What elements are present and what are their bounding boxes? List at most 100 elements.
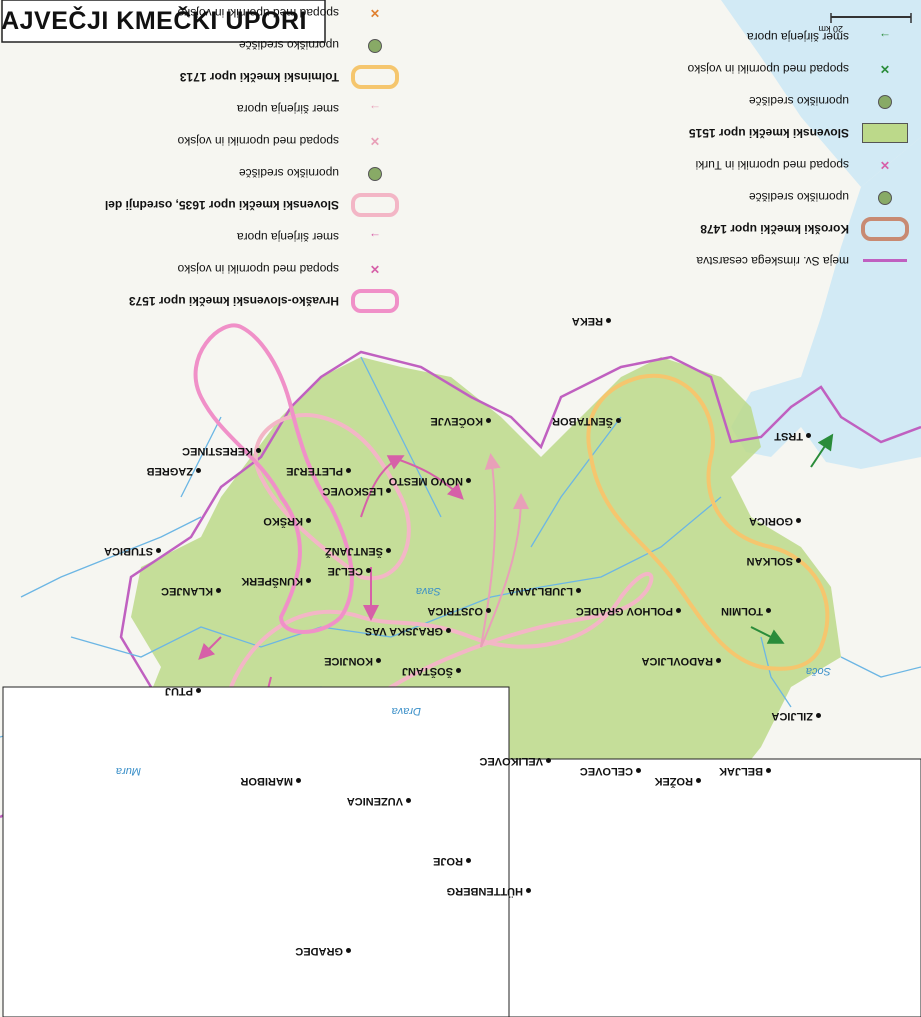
legend-symbol bbox=[859, 254, 911, 268]
place-pleterje: PLETERJE bbox=[286, 465, 351, 477]
legend-symbol bbox=[349, 193, 401, 217]
place-dot bbox=[346, 468, 351, 474]
legend-label: uporniško središče bbox=[748, 190, 849, 204]
place-dot bbox=[806, 433, 811, 439]
river-label-soca: Soča bbox=[805, 665, 831, 677]
place-label: ROJE bbox=[433, 855, 463, 867]
legend-row-clash-turks: ✕spopad med uporniki in Turki bbox=[688, 149, 911, 181]
place-label: STUBICA bbox=[104, 545, 153, 557]
legend-row-clash-1635: ✕spopad med uporniki in vojsko bbox=[105, 125, 401, 157]
place-dot bbox=[196, 688, 201, 694]
place-dot bbox=[446, 628, 451, 634]
place-dot bbox=[196, 468, 201, 474]
place-dot bbox=[676, 608, 681, 614]
place-gradec: GRADEC bbox=[295, 945, 351, 957]
legend-row-arrow-1573: →smer širjenja upora bbox=[105, 221, 401, 253]
place-tolmin: TOLMIN bbox=[721, 605, 771, 617]
place-dot bbox=[376, 658, 381, 664]
legend-label: spopad med uporniki in vojsko bbox=[687, 62, 849, 76]
place-label: KERESTINEC bbox=[182, 445, 253, 457]
place-leskovec: LESKOVEC bbox=[322, 485, 391, 497]
place-label: RADOVLJICA bbox=[641, 655, 713, 667]
place-zagreb: ZAGREB bbox=[147, 465, 201, 477]
place-dot bbox=[636, 768, 641, 774]
place-label: VELIKOVEC bbox=[479, 755, 543, 767]
legend-label: spopad med uporniki in vojsko bbox=[177, 262, 339, 276]
place-ziljica: ZILJICA bbox=[771, 710, 821, 722]
arrow-1515-gorica bbox=[810, 433, 834, 468]
place-label: SOLKAN bbox=[746, 555, 793, 567]
legend-row-arrow-1635: →smer širjenja upora bbox=[105, 93, 401, 125]
place-gorica: GORICA bbox=[749, 515, 801, 527]
place-dot bbox=[386, 548, 391, 554]
place-dot bbox=[366, 568, 371, 574]
place-kocevje: KOČEVJE bbox=[430, 415, 491, 427]
legend-label: Koroški kmečki upor 1478 bbox=[700, 222, 849, 236]
place-dot bbox=[486, 418, 491, 424]
legend-box-left bbox=[508, 758, 921, 1017]
place-label: CELOVEC bbox=[579, 765, 633, 777]
legend-row-meja-hre: meja Sv. rimskega cesarstva bbox=[688, 245, 911, 277]
place-roje: ROJE bbox=[433, 855, 471, 867]
hrvasko-1573-loop bbox=[193, 323, 354, 634]
place-label: LESKOVEC bbox=[322, 485, 383, 497]
place-dot bbox=[306, 578, 311, 584]
legend-symbol bbox=[349, 165, 401, 182]
legend-label: uporniško središče bbox=[238, 166, 339, 180]
legend-row-center-1515: uporniško središče bbox=[688, 85, 911, 117]
place-label: ROŽEK bbox=[654, 775, 694, 787]
place-rozek: ROŽEK bbox=[654, 775, 701, 787]
place-label: TRST bbox=[774, 430, 803, 442]
place-huttenberg: HÜTTENBERG bbox=[447, 885, 531, 897]
legend-label: Slovenski kmečki upor 1635, osrednji del bbox=[104, 198, 339, 212]
legend-row-center-1635: uporniško središče bbox=[105, 157, 401, 189]
legend-label: Slovenski kmečki upor 1515 bbox=[688, 126, 849, 140]
place-dot bbox=[156, 548, 161, 554]
place-solkan: SOLKAN bbox=[747, 555, 801, 567]
place-velikovec: VELIKOVEC bbox=[479, 755, 551, 767]
map-title: NAJVEČJI KMEČKI UPORI bbox=[0, 5, 307, 35]
tolminski-1713-loop bbox=[586, 373, 830, 671]
place-label: KLANJEC bbox=[161, 585, 213, 597]
legend-label: meja Sv. rimskega cesarstva bbox=[696, 254, 850, 268]
legend-symbol: → bbox=[369, 102, 381, 116]
legend-symbol: ✕ bbox=[369, 134, 381, 148]
place-label: OJSTRICA bbox=[427, 605, 483, 617]
sea-area bbox=[731, 137, 921, 469]
place-label: GRADEC bbox=[295, 945, 343, 957]
place-label: KOČEVJE bbox=[430, 415, 483, 427]
legend-label: Hrvaško-slovenski kmečki upor 1573 bbox=[128, 294, 339, 308]
legend-row-slovenski-1635: Slovenski kmečki upor 1635, osrednji del bbox=[105, 189, 401, 221]
legend-row-tolminski-1713: Tolminski kmečki upor 1713 bbox=[105, 61, 401, 93]
legend-symbol bbox=[349, 289, 401, 313]
place-dot bbox=[766, 608, 771, 614]
place-dot bbox=[296, 778, 301, 784]
legend-row-center-korosko: uporniško središče bbox=[688, 181, 911, 213]
place-ljubljana: LJUBLJANA bbox=[508, 585, 581, 597]
place-label: MARIBOR bbox=[240, 775, 293, 787]
legend-left: Hrvaško-slovenski kmečki upor 1573✕spopa… bbox=[105, 0, 401, 317]
legend-symbol: → bbox=[369, 230, 381, 244]
place-label: GORICA bbox=[749, 515, 793, 527]
place-dot bbox=[526, 888, 531, 894]
river-label-mura: Mura bbox=[115, 765, 141, 777]
place-dot bbox=[386, 488, 391, 494]
place-radovljica: RADOVLJICA bbox=[641, 655, 721, 667]
place-dot bbox=[256, 448, 261, 454]
place-label: KONJICE bbox=[324, 655, 373, 667]
place-dot bbox=[486, 608, 491, 614]
place-label: NOVO MESTO bbox=[388, 475, 463, 487]
place-dot bbox=[796, 558, 801, 564]
legend-symbol bbox=[859, 217, 911, 241]
place-dot bbox=[306, 518, 311, 524]
legend-symbol: ✕ bbox=[369, 262, 381, 276]
legend-symbol: ✕ bbox=[879, 158, 891, 172]
legend-right: meja Sv. rimskega cesarstva Koroški kmečk… bbox=[688, 21, 911, 277]
place-dot bbox=[576, 588, 581, 594]
legend-box-right bbox=[2, 686, 510, 1017]
river-label-sava: Sava bbox=[415, 585, 441, 597]
place-label: TOLMIN bbox=[721, 605, 763, 617]
